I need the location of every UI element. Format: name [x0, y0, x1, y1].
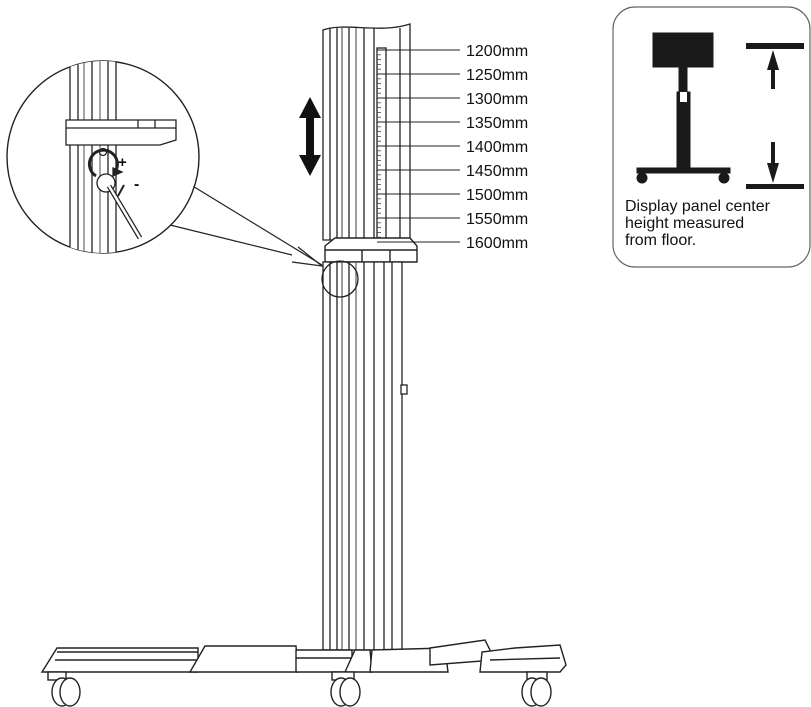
height-adjust-arrow-icon	[299, 97, 321, 176]
upper-column	[322, 23, 411, 241]
plus-sign: +	[118, 154, 127, 171]
caster-center	[330, 671, 361, 707]
monitor-stand-icon	[636, 32, 731, 184]
height-label-1250mm: 1250mm	[466, 67, 528, 84]
caster-right	[521, 671, 552, 707]
info-box	[612, 6, 811, 268]
info-note: Display panel center height measured fro…	[625, 198, 810, 249]
height-label-1400mm: 1400mm	[466, 139, 528, 156]
stand-base	[40, 639, 567, 673]
info-line-3: from floor.	[625, 232, 697, 249]
height-label-1600mm: 1600mm	[466, 235, 528, 252]
minus-sign: -	[134, 176, 139, 193]
height-scale: 1200mm 1250mm 1300mm 1350mm 1400mm 1450mm 1500…	[377, 43, 528, 252]
magnified-detail: + -	[6, 60, 200, 254]
caster-left	[47, 671, 81, 707]
zoom-target-circle	[321, 260, 359, 298]
height-label-1450mm: 1450mm	[466, 163, 528, 180]
lower-column	[322, 261, 408, 651]
height-label-1550mm: 1550mm	[466, 211, 528, 228]
info-line-2: height measured	[625, 215, 745, 232]
casters	[47, 671, 552, 707]
info-line-1: Display panel center	[625, 198, 770, 215]
measure-arrows-icon	[746, 43, 804, 189]
height-carriage	[324, 237, 418, 263]
height-label-1200mm: 1200mm	[466, 43, 528, 60]
magnifier-pointer	[169, 184, 325, 267]
height-label-1500mm: 1500mm	[466, 187, 528, 204]
height-label-1350mm: 1350mm	[466, 115, 528, 132]
height-label-1300mm: 1300mm	[466, 91, 528, 108]
